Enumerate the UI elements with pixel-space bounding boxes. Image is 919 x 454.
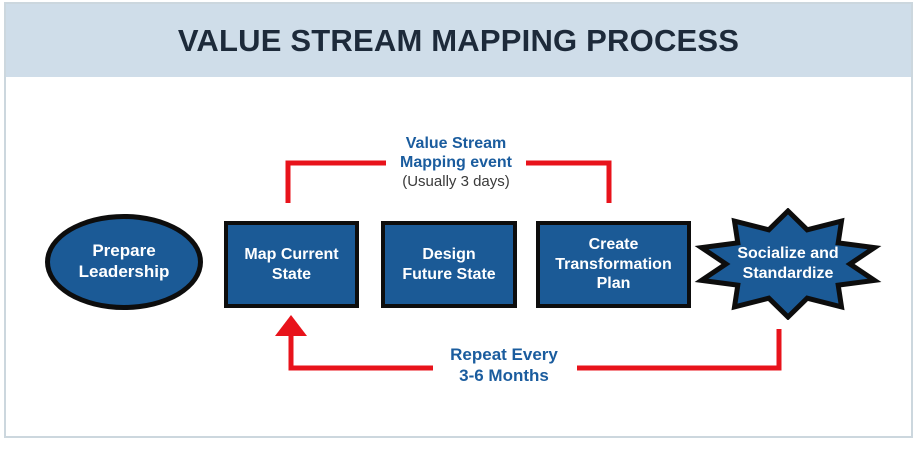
starburst-icon [694, 208, 882, 320]
title-band: VALUE STREAM MAPPING PROCESS [6, 4, 911, 77]
vsm-event-note: (Usually 3 days) [402, 173, 510, 190]
page-title: VALUE STREAM MAPPING PROCESS [177, 22, 740, 58]
node-socialize-standardize-shape [694, 208, 882, 320]
